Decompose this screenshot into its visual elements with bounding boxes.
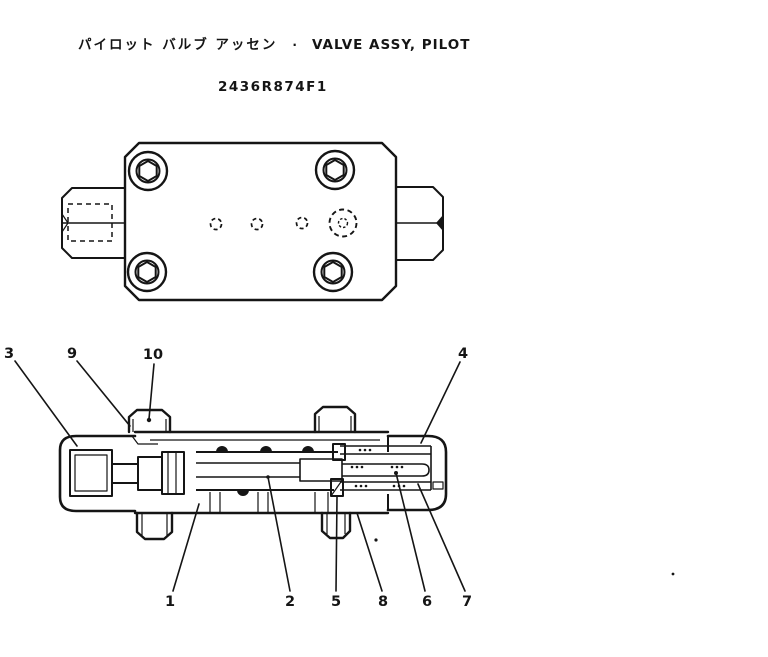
- left-hex-fitting: [61, 187, 125, 259]
- leader-8: [356, 512, 383, 592]
- valve-body-section: [131, 430, 390, 515]
- callout-4: 4: [458, 346, 468, 362]
- speck-dot: [374, 538, 378, 542]
- callout-7: 7: [462, 594, 472, 610]
- leader-3: [14, 360, 78, 447]
- sleeve-assembly: [330, 443, 444, 497]
- callout-5: 5: [331, 594, 341, 610]
- leader-9: [76, 360, 131, 427]
- leader-6: [395, 472, 426, 592]
- callout-1: 1: [165, 594, 175, 610]
- section-view: [58, 405, 675, 576]
- top-boss-right: [313, 405, 357, 434]
- callout-6: 6: [422, 594, 432, 610]
- speck-dot: [671, 572, 675, 576]
- leader-1: [172, 503, 200, 592]
- title-separator-dot: ·: [292, 38, 297, 52]
- callout-8: 8: [378, 594, 388, 610]
- title-english: VALVE ASSY, PILOT: [311, 37, 471, 53]
- callouts: 3 9 10 4 1 2 5 8 6 7: [4, 346, 472, 610]
- top-view: [61, 141, 444, 302]
- drawing-title: パイロット バルブ アッセン · VALVE ASSY, PILOT: [78, 33, 470, 53]
- callout-9: 9: [67, 346, 77, 362]
- spool: [196, 458, 430, 482]
- socket-bolt-top-left: [127, 150, 169, 192]
- socket-bolt-bottom-right: [312, 251, 354, 293]
- leader-4: [420, 361, 461, 444]
- plunger: [111, 451, 185, 495]
- leader-7: [417, 483, 466, 592]
- bottom-plug-left: [135, 511, 174, 541]
- part-number: 2436R874F1: [218, 79, 328, 95]
- bore-lines: [196, 446, 338, 496]
- leader-2: [267, 476, 291, 592]
- hidden-thread-bore: [67, 203, 113, 242]
- leader-10: [148, 363, 155, 420]
- right-hex-fitting: [396, 186, 444, 261]
- socket-bolt-top-right: [314, 149, 356, 191]
- title-japanese: パイロット バルブ アッセン: [78, 37, 278, 53]
- right-end-cap: [386, 434, 448, 512]
- valve-body-plan-outline: [123, 141, 398, 302]
- hidden-port-holes: [209, 208, 358, 238]
- socket-bolt-bottom-left: [126, 251, 168, 293]
- callout-3: 3: [4, 346, 14, 362]
- callout-2: 2: [285, 594, 295, 610]
- left-end-cap: [58, 434, 137, 513]
- leader-5: [335, 496, 338, 592]
- large-hidden-port: [328, 208, 358, 238]
- callout-10: 10: [143, 347, 163, 363]
